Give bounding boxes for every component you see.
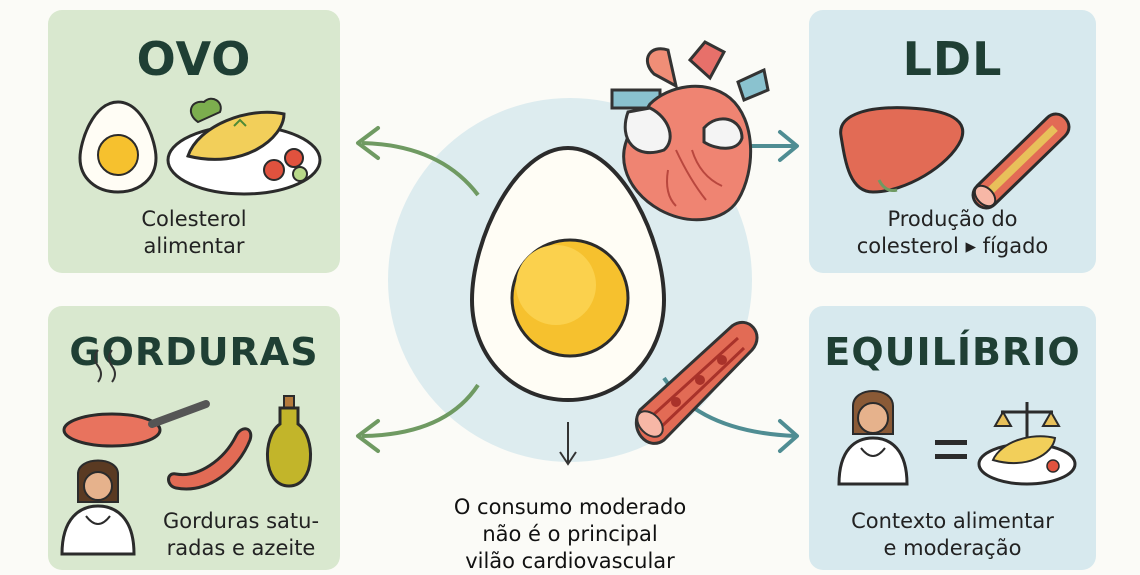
card-gorduras-caption-line1: Gorduras satu- <box>162 509 320 533</box>
olive-oil-bottle-icon <box>266 395 312 488</box>
sausage-icon <box>167 427 253 491</box>
card-ldl-illustration <box>839 106 1071 210</box>
arrow-head-equilibrio <box>778 419 799 453</box>
card-ovo-title: OVO <box>136 32 252 86</box>
card-ldl-caption-line2: colesterol ▸ fígado <box>856 234 1049 258</box>
card-ldl: LDL Produção do colesterol ▸ fígado <box>809 10 1096 273</box>
artery-icon <box>971 112 1071 210</box>
card-gorduras-illustration <box>60 349 312 556</box>
card-ldl-caption: Produção do colesterol ▸ fígado <box>809 206 1096 260</box>
center-artery-icon <box>634 320 759 445</box>
card-equilibrio-caption-line2: e moderação <box>883 536 1022 560</box>
center-message-line2: não é o principal <box>482 522 658 546</box>
card-ldl-title: LDL <box>902 32 1003 86</box>
card-ovo-caption-line2: alimentar <box>143 234 245 258</box>
card-equilibrio: EQUILÍBRIO Contexto alimentar e moderaçã… <box>809 306 1096 570</box>
arrow-to-ovo <box>361 141 480 197</box>
card-ovo-illustration <box>78 97 322 196</box>
liver-icon <box>839 106 965 194</box>
arrow-head-ldl <box>778 130 799 162</box>
card-equilibrio-caption-line1: Contexto alimentar <box>851 509 1054 533</box>
frying-pan-icon <box>62 349 210 448</box>
scale-icon <box>993 402 1061 446</box>
card-ovo: OVO Colesterol alimentar <box>48 10 340 273</box>
card-equilibrio-title: EQUILÍBRIO <box>824 330 1081 374</box>
center-message-line3: vilão cardiovascular <box>465 549 675 573</box>
equals-icon <box>935 440 967 459</box>
card-ldl-caption-line1: Produção do <box>887 207 1018 231</box>
center-message-line1: O consumo moderado <box>453 495 687 519</box>
omelette-plate-icon <box>977 435 1077 486</box>
arrow-head-gorduras <box>356 419 380 453</box>
card-ovo-caption: Colesterol alimentar <box>48 206 340 260</box>
card-ovo-caption-line1: Colesterol <box>141 207 247 231</box>
center-message: O consumo moderado não é o principal vil… <box>400 494 740 575</box>
card-gorduras-caption: Gorduras satu- radas e azeite <box>146 508 336 562</box>
doctor-icon <box>837 390 909 486</box>
card-gorduras: GORDURAS Gorduras satu- radas e azeite <box>48 306 340 570</box>
card-equilibrio-illustration <box>837 390 1077 486</box>
card-gorduras-caption-line2: radas e azeite <box>166 536 316 560</box>
arrow-head-down <box>559 451 577 466</box>
center-egg-icon <box>469 145 667 403</box>
arrow-to-gorduras <box>361 383 480 438</box>
doctor-icon <box>60 459 136 556</box>
heart-icon <box>610 40 770 222</box>
arrow-head-ovo <box>356 126 380 160</box>
card-equilibrio-caption: Contexto alimentar e moderação <box>809 508 1096 562</box>
egg-icon <box>78 100 158 194</box>
omelette-plate-icon <box>166 97 322 196</box>
